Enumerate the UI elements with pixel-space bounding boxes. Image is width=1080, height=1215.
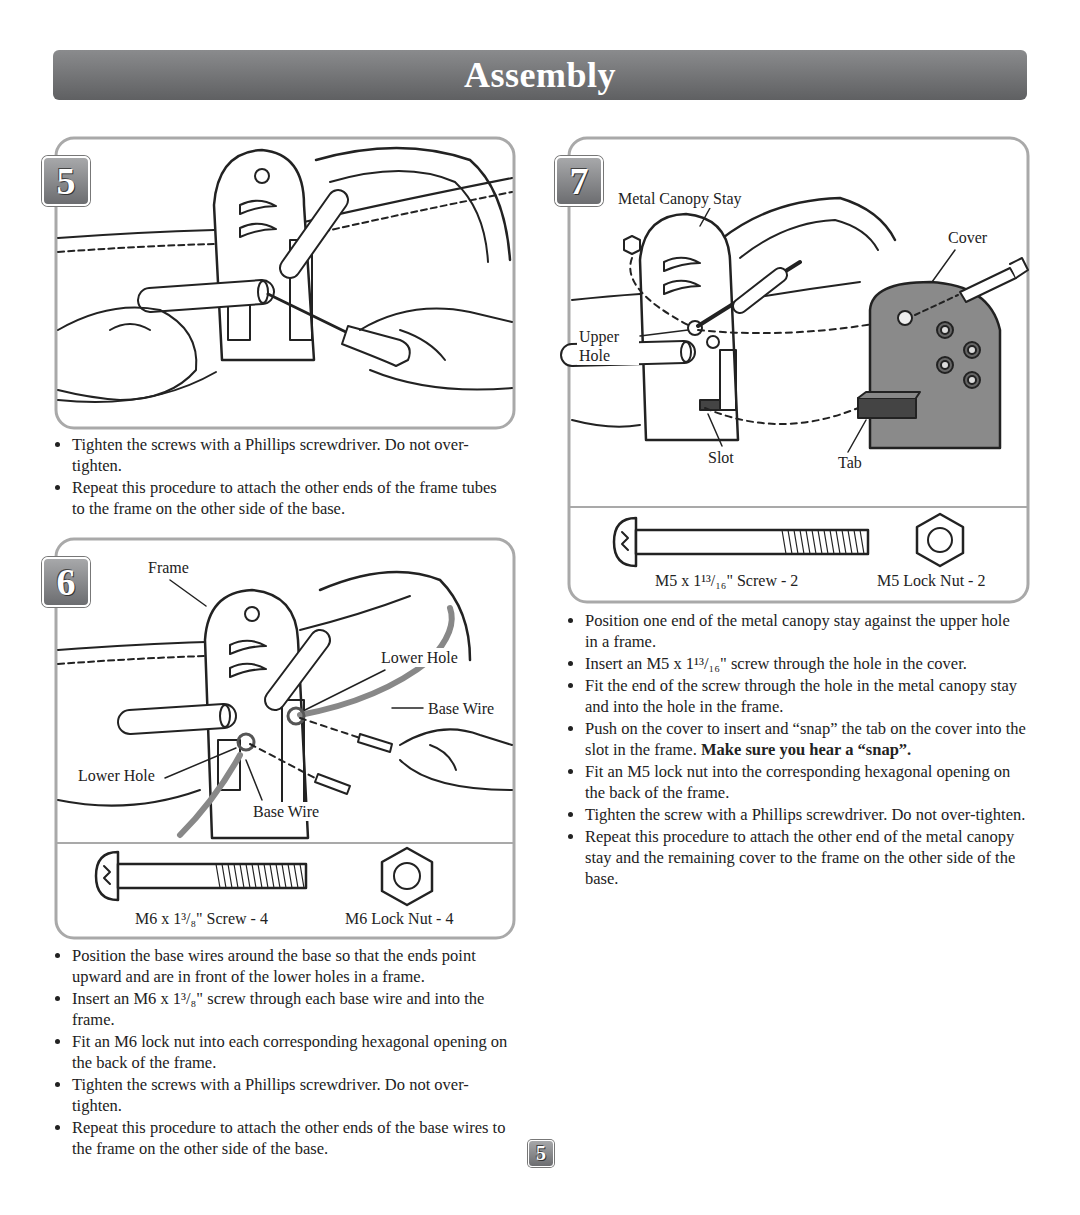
part-label: Upper Hole xyxy=(577,327,639,365)
part-label: Base Wire xyxy=(251,802,321,821)
part-label: Cover xyxy=(946,228,989,247)
part-label: Base Wire xyxy=(426,699,496,718)
panel-outline xyxy=(56,539,514,938)
leader-lines xyxy=(165,580,423,800)
instruction-item: Insert an M6 x 1³/₈" screw through each … xyxy=(72,988,513,1030)
instruction-item: Repeat this procedure to attach the othe… xyxy=(72,477,513,519)
step-number: 7 xyxy=(570,159,589,203)
part-label: Slot xyxy=(706,448,736,467)
part-label: Lower Hole xyxy=(379,648,460,667)
instruction-item: Fit the end of the screw through the hol… xyxy=(585,675,1026,717)
step5-drawing xyxy=(58,148,512,402)
part-label: Metal Canopy Stay xyxy=(616,189,744,208)
parts-divider xyxy=(57,842,513,844)
instruction-text: Insert an M6 x 1³/₈" screw through each … xyxy=(72,989,484,1029)
instruction-list: Position one end of the metal canopy sta… xyxy=(571,610,1026,890)
step7-drawing xyxy=(572,198,1028,448)
parts-caption: M6 Lock Nut - 4 xyxy=(343,909,455,928)
instruction-item: Position one end of the metal canopy sta… xyxy=(585,610,1026,652)
step6-drawing xyxy=(58,572,512,838)
page-number: 5 xyxy=(528,1140,554,1167)
instruction-text: Tighten the screws with a Phillips screw… xyxy=(72,435,469,475)
step-badge: 6 xyxy=(42,557,90,607)
instruction-item: Repeat this procedure to attach the othe… xyxy=(72,1117,513,1159)
parts-drawing xyxy=(96,848,432,905)
instruction-text: Fit the end of the screw through the hol… xyxy=(585,676,1017,716)
part-label: Tab xyxy=(836,453,864,472)
panel-outline xyxy=(56,138,514,428)
instruction-text: Position the base wires around the base … xyxy=(72,946,476,986)
instruction-text: Repeat this procedure to attach the othe… xyxy=(585,827,1015,888)
part-label: Lower Hole xyxy=(76,766,157,785)
instruction-item: Tighten the screws with a Phillips screw… xyxy=(72,1074,513,1116)
warning-text: Make sure you hear a “snap”. xyxy=(701,740,911,759)
instruction-item: Push on the cover to insert and “snap” t… xyxy=(585,718,1026,760)
instruction-list: Position the base wires around the base … xyxy=(58,945,513,1160)
instruction-text: Fit an M6 lock nut into each correspondi… xyxy=(72,1032,507,1072)
page-number-text: 5 xyxy=(536,1142,546,1165)
parts-caption: M5 Lock Nut - 2 xyxy=(875,571,987,590)
instruction-text: Tighten the screws with a Phillips screw… xyxy=(72,1075,469,1115)
parts-drawing xyxy=(614,514,963,566)
page-title: Assembly xyxy=(464,54,616,96)
parts-caption: M6 x 1³/₈" Screw - 4 xyxy=(133,909,270,928)
step-number: 5 xyxy=(57,159,76,203)
instruction-list: Tighten the screws with a Phillips screw… xyxy=(58,434,513,520)
parts-caption: M5 x 1¹³/₁₆" Screw - 2 xyxy=(653,571,800,590)
instruction-text: Fit an M5 lock nut into the correspondin… xyxy=(585,762,1010,802)
instruction-item: Fit an M6 lock nut into each correspondi… xyxy=(72,1031,513,1073)
parts-divider xyxy=(570,506,1027,508)
instruction-text: Tighten the screw with a Phillips screwd… xyxy=(585,805,1025,824)
instruction-item: Tighten the screw with a Phillips screwd… xyxy=(585,804,1026,825)
part-label: Frame xyxy=(146,558,191,577)
title-bar: Assembly xyxy=(53,50,1027,100)
panel-outline xyxy=(569,138,1028,602)
instruction-item: Repeat this procedure to attach the othe… xyxy=(585,826,1026,889)
leader-lines xyxy=(640,208,955,452)
instruction-text: Repeat this procedure to attach the othe… xyxy=(72,478,497,518)
instruction-item: Fit an M5 lock nut into the correspondin… xyxy=(585,761,1026,803)
step-number: 6 xyxy=(57,560,76,604)
instruction-text: Position one end of the metal canopy sta… xyxy=(585,611,1010,651)
instruction-text: Insert an M5 x 1¹³/₁₆" screw through the… xyxy=(585,654,967,673)
instruction-item: Tighten the screws with a Phillips screw… xyxy=(72,434,513,476)
instruction-item: Insert an M5 x 1¹³/₁₆" screw through the… xyxy=(585,653,1026,674)
instruction-text: Repeat this procedure to attach the othe… xyxy=(72,1118,505,1158)
step-badge: 7 xyxy=(555,156,603,206)
step-badge: 5 xyxy=(42,156,90,206)
instruction-item: Position the base wires around the base … xyxy=(72,945,513,987)
